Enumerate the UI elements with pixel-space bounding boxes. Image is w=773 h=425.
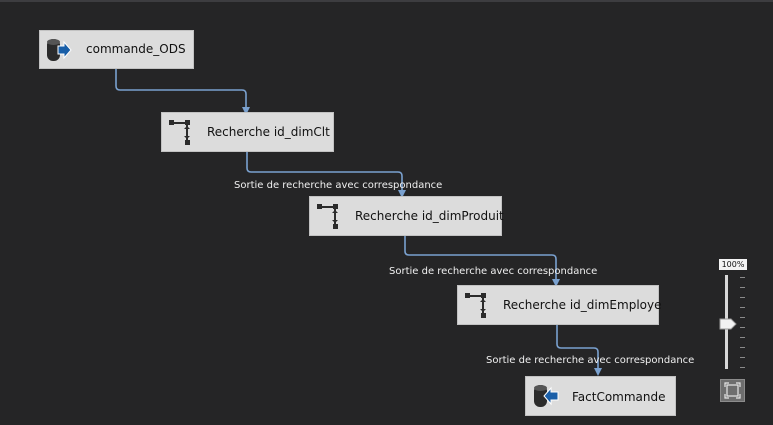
zoom-slider-tick xyxy=(740,347,745,348)
zoom-slider-tick xyxy=(740,337,745,338)
connector-produit-to-employe[interactable] xyxy=(404,236,560,287)
lookup-icon xyxy=(169,120,190,145)
lookup-icon xyxy=(465,293,486,318)
connector-lookup-clt-to-produit[interactable] xyxy=(246,152,406,198)
zoom-slider-tick xyxy=(740,297,745,298)
zoom-slider-tick xyxy=(740,287,745,288)
zoom-slider-tick xyxy=(740,277,745,278)
zoom-slider-tick xyxy=(740,327,745,328)
fit-to-window-icon xyxy=(724,382,741,399)
zoom-level-label: 100% xyxy=(719,259,747,270)
top-border xyxy=(0,0,773,2)
lookup-node-label: Recherche id_dimProduit xyxy=(355,209,504,223)
zoom-slider-thumb[interactable] xyxy=(719,318,737,330)
edge-label-produit-employe[interactable]: Sortie de recherche avec correspondance xyxy=(389,266,598,277)
destination-db-icon xyxy=(534,385,559,407)
zoom-slider-tick xyxy=(740,317,745,318)
lookup-node-id-dimproduit[interactable]: Recherche id_dimProduit xyxy=(309,196,504,236)
lookup-node-id-dimemploye[interactable]: Recherche id_dimEmploye xyxy=(457,285,662,325)
destination-node-label: FactCommande xyxy=(572,390,666,404)
edge-label-employe-destination[interactable]: Sortie de recherche avec correspondance xyxy=(486,355,695,366)
connector-employe-to-destination[interactable] xyxy=(556,324,602,376)
source-node-commande-ods[interactable]: commande_ODS xyxy=(39,30,194,69)
connector-source-to-lookup-clt[interactable] xyxy=(115,68,250,115)
destination-node-factcommande[interactable]: FactCommande xyxy=(525,376,676,416)
lookup-icon xyxy=(317,204,338,229)
lookup-node-id-dimclt[interactable]: Recherche id_dimClt xyxy=(161,112,334,152)
zoom-slider-tick xyxy=(740,307,745,308)
zoom-to-fit-button[interactable] xyxy=(720,379,745,402)
lookup-node-label: Recherche id_dimEmploye xyxy=(503,298,662,312)
lookup-node-label: Recherche id_dimClt xyxy=(207,125,330,139)
edge-label-clt-produit[interactable]: Sortie de recherche avec correspondance xyxy=(234,180,443,191)
zoom-slider-tick xyxy=(740,367,745,368)
source-db-icon xyxy=(47,39,72,61)
source-node-label: commande_ODS xyxy=(86,42,186,56)
zoom-slider-tick xyxy=(740,357,745,358)
